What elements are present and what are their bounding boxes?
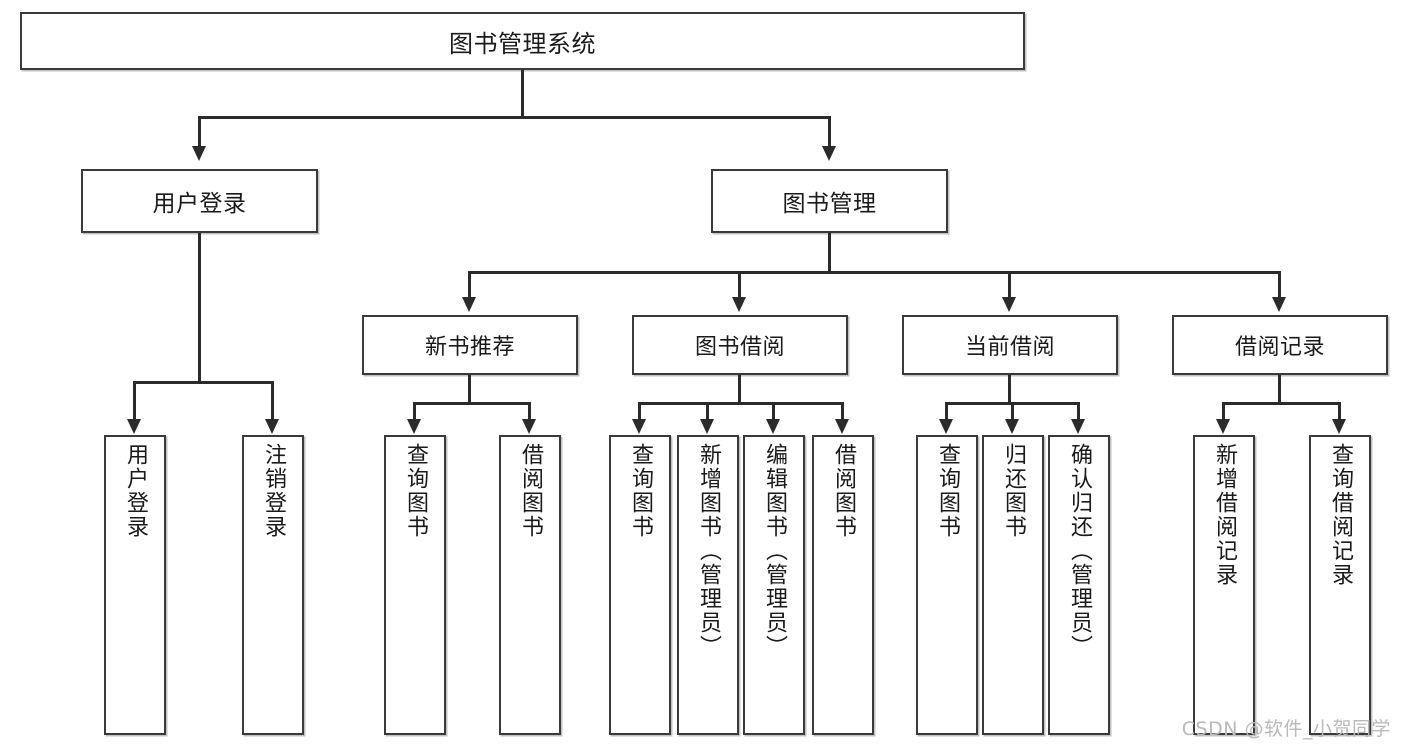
- arrow-level3-2: [1002, 297, 1016, 312]
- node-label: 查询图书: [627, 443, 653, 539]
- arrow-current-borrow-leaf-2: [1071, 419, 1085, 434]
- node-label: 注销登录: [260, 443, 286, 539]
- node-label: 借阅记录: [1234, 335, 1325, 360]
- connector-new-book-stem: [468, 375, 471, 402]
- leaf-current-borrow-1[interactable]: 归还图书: [982, 435, 1044, 735]
- node-label: 查询借阅记录: [1327, 443, 1353, 587]
- connector-current-borrow-drop-0: [945, 402, 948, 419]
- connector-book-borrow-stem: [738, 375, 741, 402]
- connector-level3-drop-0: [468, 271, 471, 297]
- connector-level3-bus: [468, 271, 1280, 274]
- node-book-management[interactable]: 图书管理: [711, 169, 948, 233]
- node-label: 图书管理系统: [449, 29, 596, 58]
- connector-user-login-drop-0: [133, 381, 136, 419]
- arrow-new-book-leaf-0: [407, 419, 421, 434]
- arrow-level3-3: [1272, 297, 1286, 312]
- node-root-system[interactable]: 图书管理系统: [20, 12, 1025, 70]
- connector-book-borrow-drop-1: [706, 402, 709, 419]
- node-label: 归还图书: [1000, 443, 1026, 539]
- node-user-login[interactable]: 用户登录: [81, 169, 318, 233]
- connector-level2-bus: [198, 116, 830, 119]
- arrow-current-borrow-leaf-0: [939, 419, 953, 434]
- node-current-borrow[interactable]: 当前借阅: [902, 315, 1118, 375]
- arrow-level2-1: [822, 146, 836, 161]
- connector-level3-drop-1: [738, 271, 741, 297]
- arrow-borrow-record-leaf-0: [1216, 419, 1230, 434]
- arrow-level3-0: [462, 297, 476, 312]
- connector-level2-drop-1: [828, 116, 831, 146]
- node-label: 编辑图书（管理员）: [761, 443, 787, 659]
- connector-user-login-drop-1: [271, 381, 274, 419]
- leaf-user-login-1[interactable]: 注销登录: [242, 435, 304, 735]
- node-label: 借阅图书: [517, 443, 543, 539]
- node-new-book-recommend[interactable]: 新书推荐: [362, 315, 578, 375]
- node-book-borrow[interactable]: 图书借阅: [632, 315, 848, 375]
- leaf-current-borrow-0[interactable]: 查询图书: [916, 435, 978, 735]
- leaf-book-borrow-0[interactable]: 查询图书: [609, 435, 671, 735]
- node-label: 用户登录: [122, 443, 148, 539]
- connector-current-borrow-stem: [1008, 375, 1011, 402]
- connector-borrow-record-bus: [1222, 402, 1340, 405]
- node-label: 新增图书（管理员）: [695, 443, 721, 659]
- connector-root-stem: [521, 70, 524, 116]
- node-label: 图书管理: [782, 191, 877, 217]
- connector-book-borrow-bus: [638, 402, 843, 405]
- arrow-book-borrow-leaf-0: [632, 419, 646, 434]
- arrow-level3-1: [732, 297, 746, 312]
- leaf-new-book-1[interactable]: 借阅图书: [499, 435, 561, 735]
- connector-book-mgmt-stem: [828, 233, 831, 271]
- leaf-new-book-0[interactable]: 查询图书: [384, 435, 446, 735]
- node-borrow-record[interactable]: 借阅记录: [1172, 315, 1388, 375]
- node-label: 当前借阅: [964, 335, 1055, 360]
- arrow-book-borrow-leaf-3: [835, 419, 849, 434]
- node-label: 借阅图书: [830, 443, 856, 539]
- node-label: 查询图书: [934, 443, 960, 539]
- connector-level3-drop-3: [1278, 271, 1281, 297]
- arrow-book-borrow-leaf-2: [766, 419, 780, 434]
- leaf-book-borrow-3[interactable]: 借阅图书: [812, 435, 874, 735]
- leaf-current-borrow-2[interactable]: 确认归还（管理员）: [1048, 435, 1110, 735]
- connector-new-book-drop-0: [413, 402, 416, 419]
- connector-user-login-bus: [133, 381, 273, 384]
- node-label: 图书借阅: [694, 335, 785, 360]
- arrow-user-login-leaf-1: [265, 419, 279, 434]
- connector-book-borrow-drop-2: [772, 402, 775, 419]
- arrow-new-book-leaf-1: [522, 419, 536, 434]
- connector-book-borrow-drop-3: [841, 402, 844, 419]
- leaf-book-borrow-2[interactable]: 编辑图书（管理员）: [743, 435, 805, 735]
- connector-new-book-bus: [413, 402, 530, 405]
- connector-level2-drop-0: [198, 116, 201, 146]
- arrow-book-borrow-leaf-1: [700, 419, 714, 434]
- connector-borrow-record-stem: [1278, 375, 1281, 402]
- node-label: 确认归还（管理员）: [1066, 443, 1092, 659]
- arrow-current-borrow-leaf-1: [1005, 419, 1019, 434]
- node-label: 用户登录: [152, 191, 247, 217]
- node-label: 查询图书: [402, 443, 428, 539]
- connector-borrow-record-drop-0: [1222, 402, 1225, 419]
- node-label: 新书推荐: [424, 335, 515, 360]
- arrow-user-login-leaf-0: [127, 419, 141, 434]
- connector-borrow-record-drop-1: [1338, 402, 1341, 419]
- leaf-borrow-record-1[interactable]: 查询借阅记录: [1309, 435, 1371, 735]
- leaf-book-borrow-1[interactable]: 新增图书（管理员）: [677, 435, 739, 735]
- leaf-borrow-record-0[interactable]: 新增借阅记录: [1193, 435, 1255, 735]
- node-label: 新增借阅记录: [1211, 443, 1237, 587]
- connector-level3-drop-2: [1008, 271, 1011, 297]
- leaf-user-login-0[interactable]: 用户登录: [104, 435, 166, 735]
- connector-current-borrow-drop-2: [1077, 402, 1080, 419]
- connector-user-login-stem: [198, 233, 201, 381]
- connector-new-book-drop-1: [528, 402, 531, 419]
- connector-current-borrow-drop-1: [1011, 402, 1014, 419]
- connector-book-borrow-drop-0: [638, 402, 641, 419]
- arrow-borrow-record-leaf-1: [1332, 419, 1346, 434]
- arrow-level2-0: [192, 146, 206, 161]
